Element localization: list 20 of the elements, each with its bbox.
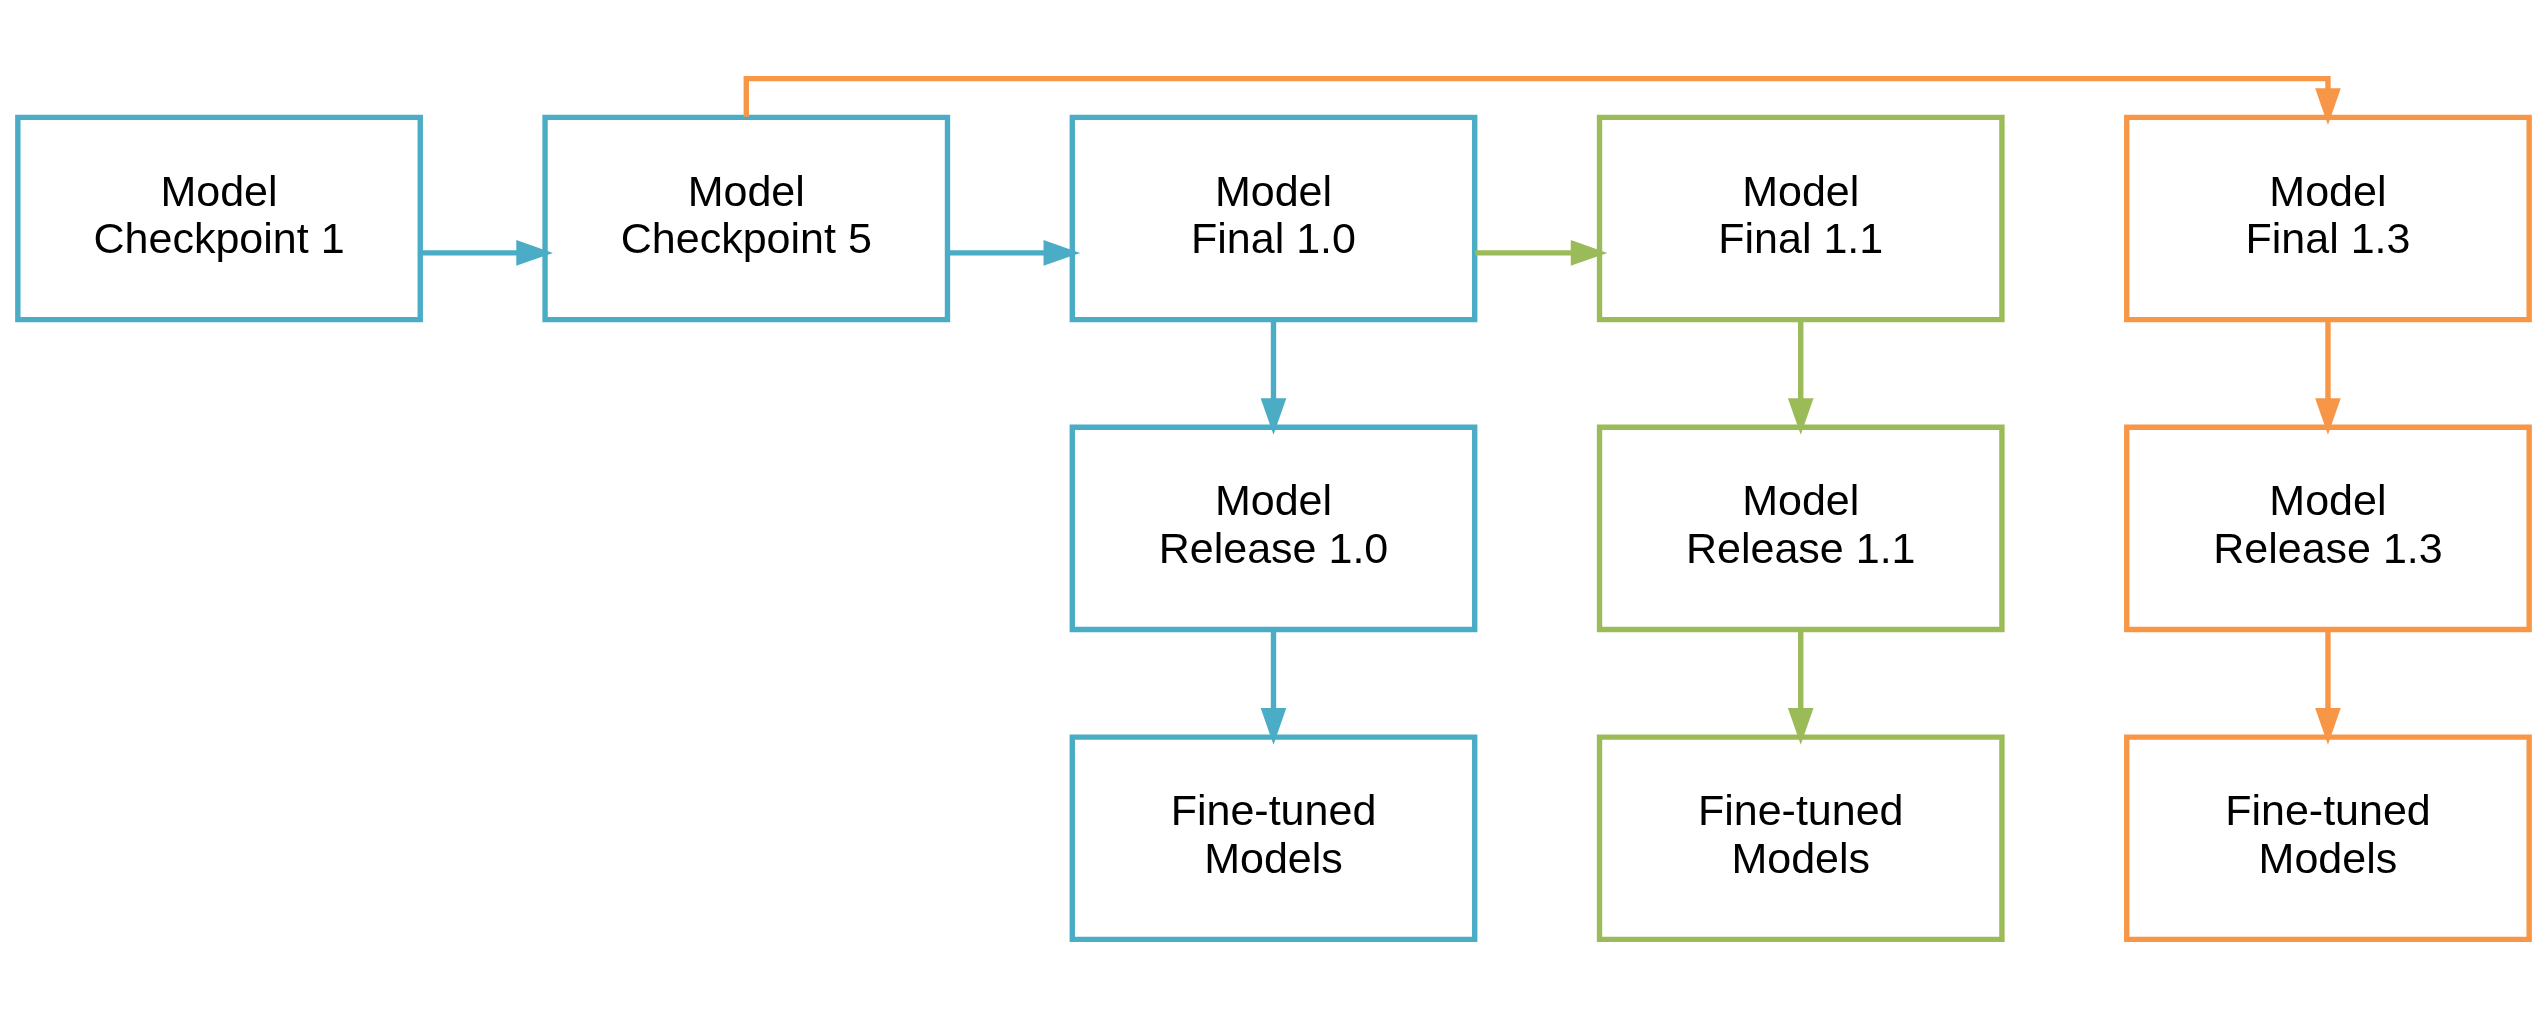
node-box: Model Checkpoint 5	[542, 114, 951, 323]
node-box: Fine-tuned Models	[1596, 734, 2005, 943]
arrow	[1260, 319, 1287, 435]
node-box: Model Checkpoint 1	[15, 114, 423, 323]
node-box: Fine-tuned Models	[1069, 734, 1478, 943]
arrow	[1475, 240, 1608, 266]
arrow	[2315, 629, 2341, 745]
arrow	[2315, 319, 2341, 435]
arrow	[947, 240, 1081, 266]
arrow	[1260, 629, 1287, 745]
node-box: Fine-tuned Models	[2124, 734, 2532, 943]
node-box: Model Release 1.0	[1069, 424, 1478, 633]
node-box: Model Release 1.1	[1596, 424, 2005, 633]
arrow	[1787, 629, 1814, 745]
node-box: Model Final 1.3	[2124, 114, 2532, 323]
arrow	[420, 240, 553, 266]
arrow	[1787, 319, 1814, 435]
node-box: Model Release 1.3	[2124, 424, 2532, 633]
node-box: Model Final 1.0	[1069, 114, 1478, 323]
node-box: Model Final 1.1	[1596, 114, 2005, 323]
